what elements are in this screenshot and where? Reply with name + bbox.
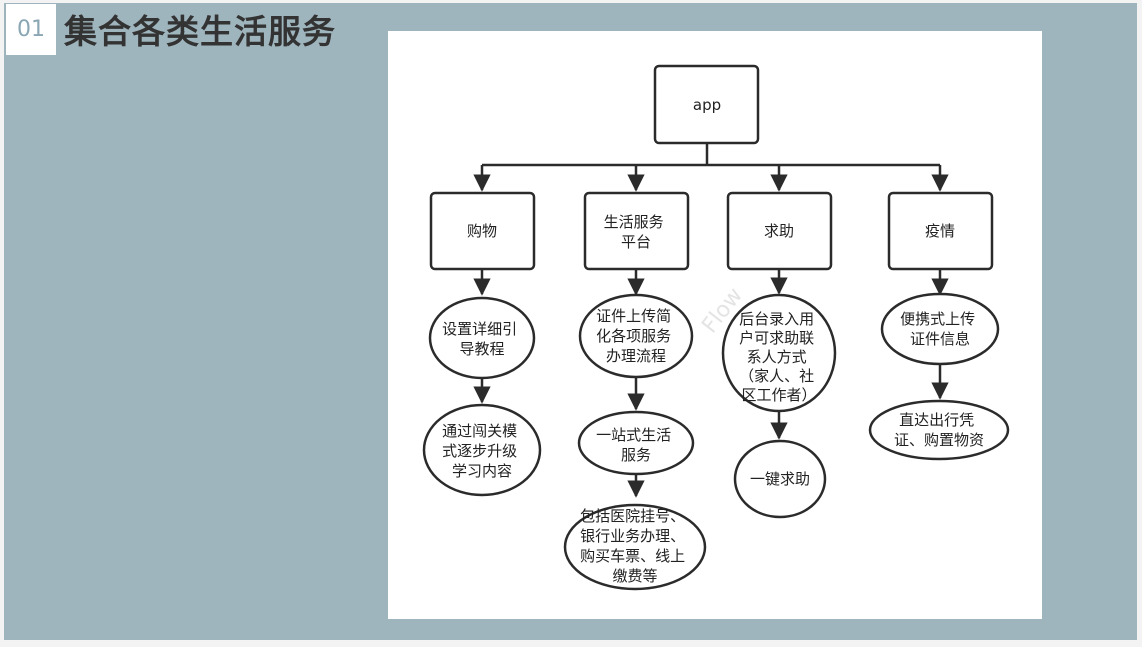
epidemic-step-1-text: 便携式上传 证件信息 — [900, 310, 980, 348]
epidemic-step-1-node: 便携式上传 证件信息 — [880, 292, 1000, 366]
text-line: 证、购置物资 — [894, 431, 984, 449]
shopping-step-2-node: 通过闯关模 式逐步升级 学习内容 — [422, 403, 542, 497]
text-line: 直达出行凭 — [899, 411, 974, 429]
branch-life-services-node: 生活服务 平台 — [583, 191, 690, 271]
text-line: 一站式生活 — [596, 426, 671, 444]
slide-title: 集合各类生活服务 — [64, 12, 336, 51]
text-line: 设置详细引 — [442, 320, 517, 338]
text-line: 办理流程 — [606, 347, 666, 365]
slide-number: 01 — [6, 4, 56, 55]
text-line: 平台 — [621, 233, 651, 251]
flowchart-panel: Flow ap — [388, 31, 1042, 619]
shopping-step-2-text: 通过闯关模 式逐步升级 学习内容 — [442, 422, 522, 480]
shopping-step-1-node: 设置详细引 导教程 — [428, 296, 536, 380]
shopping-step-1-text: 设置详细引 导教程 — [442, 320, 522, 358]
branch-help-node: 求助 — [726, 191, 833, 271]
text-line: 便携式上传 — [900, 310, 975, 328]
epidemic-step-2-node: 直达出行凭 证、购置物资 — [868, 399, 1010, 461]
slide: 01 集合各类生活服务 Flow — [4, 3, 1137, 640]
life-services-step-1-node: 证件上传简 化各项服务 办理流程 — [578, 293, 694, 379]
text-line: 购买车票、线上 — [580, 547, 685, 565]
text-line: 区工作者） — [741, 386, 816, 404]
help-step-1-text: 后台录入用 户可求助联 系人方式 （家人、社 区工作者） — [739, 310, 819, 404]
text-line: 包括医院挂号、 — [580, 507, 685, 525]
branch-shopping-node: 购物 — [429, 191, 536, 271]
text-line: 化各项服务 — [596, 327, 671, 345]
help-step-2-text: 一键求助 — [750, 470, 810, 488]
text-line: 户可求助联 — [739, 329, 814, 347]
flowchart: Flow ap — [422, 64, 1010, 591]
text-line: 系人方式 — [747, 348, 807, 366]
text-line: 缴费等 — [612, 567, 657, 585]
epidemic-step-2-text: 直达出行凭 证、购置物资 — [894, 411, 984, 449]
life-services-step-3-text: 包括医院挂号、 银行业务办理、 购买车票、线上 缴费等 — [580, 507, 690, 585]
help-step-2-node: 一键求助 — [733, 439, 827, 519]
root-label: app — [693, 96, 721, 114]
life-services-step-2-node: 一站式生活 服务 — [577, 410, 695, 476]
life-services-step-3-node: 包括医院挂号、 银行业务办理、 购买车票、线上 缴费等 — [563, 503, 707, 591]
text-line: 导教程 — [459, 340, 504, 358]
life-services-step-1-text: 证件上传简 化各项服务 办理流程 — [596, 307, 676, 365]
text-line: 银行业务办理、 — [580, 527, 685, 545]
text-line: 后台录入用 — [739, 310, 814, 328]
help-step-1-node: 后台录入用 户可求助联 系人方式 （家人、社 区工作者） — [721, 293, 837, 413]
root-node: app — [653, 64, 760, 145]
text-line: 生活服务 — [604, 213, 664, 231]
text-line: 证件信息 — [910, 330, 970, 348]
branch-help-label: 求助 — [764, 222, 794, 240]
text-line: 通过闯关模 — [442, 422, 517, 440]
branch-shopping-label: 购物 — [467, 222, 497, 240]
text-line: 服务 — [621, 446, 651, 464]
text-line: 式逐步升级 — [442, 442, 517, 460]
text-line: 证件上传简 — [596, 307, 671, 325]
branch-epidemic-label: 疫情 — [925, 222, 955, 240]
branch-epidemic-node: 疫情 — [887, 191, 994, 271]
branch-life-services-label: 生活服务 平台 — [604, 213, 669, 251]
text-line: 学习内容 — [452, 462, 512, 480]
connectors — [473, 143, 949, 498]
life-services-step-2-text: 一站式生活 服务 — [596, 426, 676, 464]
text-line: （家人、社 — [739, 367, 814, 385]
